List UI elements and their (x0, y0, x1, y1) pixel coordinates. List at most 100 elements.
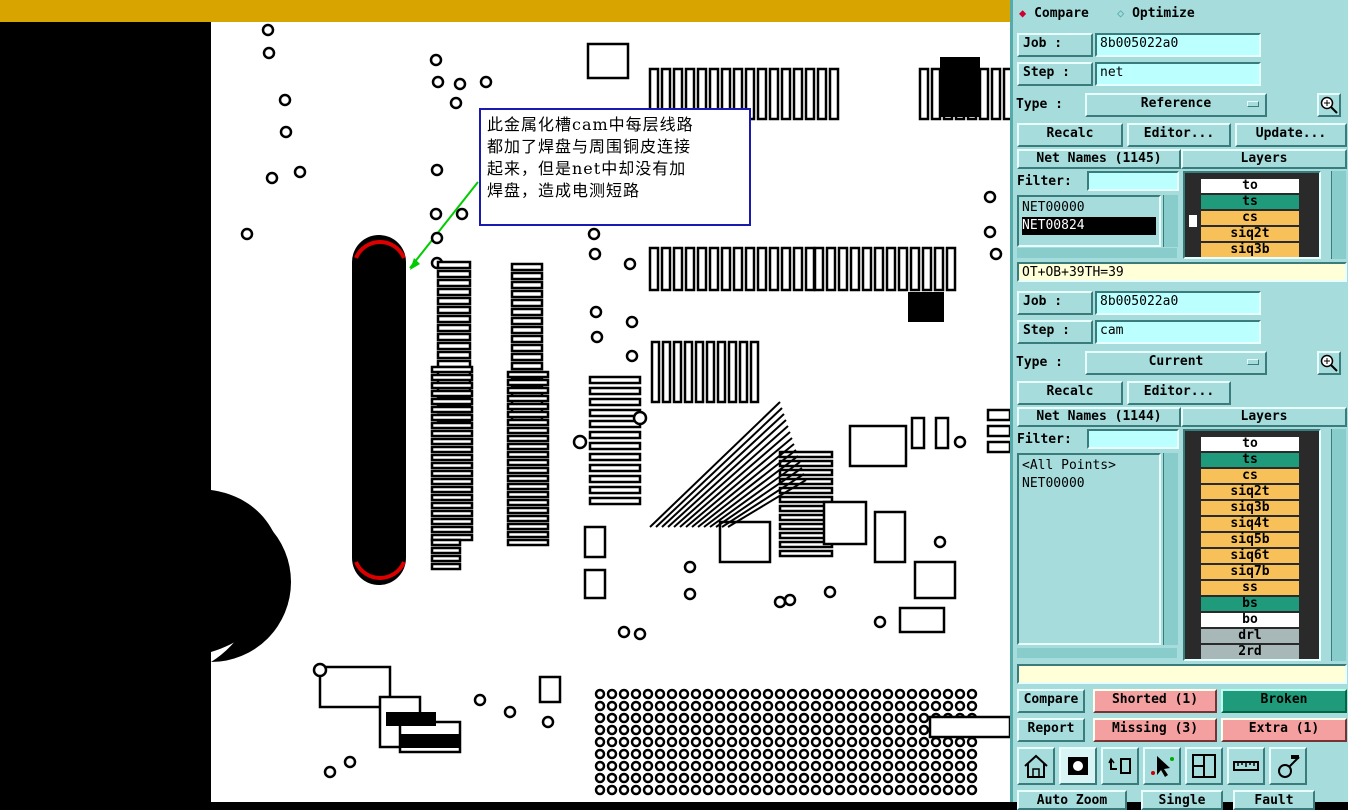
annotation-line: 都加了焊盘与周围铜皮连接 (487, 137, 692, 156)
ref-filter-label: Filter: (1017, 174, 1072, 189)
net-item[interactable]: <All Points> (1022, 458, 1116, 473)
ref-net-scrollbar[interactable] (1163, 195, 1178, 247)
layer-item-siq3b[interactable]: siq3b (1201, 243, 1299, 257)
home-icon[interactable] (1017, 747, 1055, 785)
pcb-pad (590, 330, 604, 344)
pcb-pad (906, 712, 918, 724)
cur-net-scrollbar[interactable] (1163, 453, 1178, 645)
pcb-pad (870, 760, 882, 772)
layer-item-siq2t[interactable]: siq2t (1201, 485, 1299, 499)
pcb-pad (738, 724, 750, 736)
pcb-pad (666, 724, 678, 736)
pcb-pad (810, 784, 822, 796)
ref-type-dropdown[interactable]: Reference (1085, 93, 1267, 117)
layer-item-siq3b[interactable]: siq3b (1201, 501, 1299, 515)
pcb-feature (861, 246, 873, 292)
pcb-pad (846, 688, 858, 700)
ref-editor-button[interactable]: Editor... (1127, 123, 1231, 147)
pcb-pad (714, 760, 726, 772)
pcb-pad (762, 700, 774, 712)
layer-item-siq2t[interactable]: siq2t (1201, 227, 1299, 241)
plated-slot (352, 235, 406, 585)
zoom-mode-dropdown[interactable]: Auto Zoom (1017, 790, 1127, 810)
net-item[interactable]: NET00000 (1022, 200, 1085, 215)
optimize-radio[interactable]: ◇ Optimize (1117, 6, 1195, 21)
cur-editor-button[interactable]: Editor... (1127, 381, 1231, 405)
layer-item-bo[interactable]: bo (1201, 613, 1299, 627)
layer-item-ss[interactable]: ss (1201, 581, 1299, 595)
layer-item-bs[interactable]: bs (1201, 597, 1299, 611)
ref-layer-list[interactable]: to ts cs siq2t siq3b (1183, 171, 1321, 259)
pcb-feature (510, 271, 544, 281)
cur-job-field[interactable]: 8b005022a0 (1095, 291, 1261, 315)
layer-item-ts[interactable]: ts (1201, 453, 1299, 467)
broken-button[interactable]: Broken (1221, 689, 1347, 713)
ref-zoom-icon[interactable] (1317, 93, 1341, 117)
ref-step-field[interactable]: net (1095, 62, 1261, 86)
pcb-feature (430, 509, 474, 518)
cur-net-list[interactable]: <All Points> NET00000 (1017, 453, 1161, 645)
layer-item-siq7b[interactable]: siq7b (1201, 565, 1299, 579)
ref-step-label: Step : (1017, 62, 1093, 86)
ref-job-field[interactable]: 8b005022a0 (1095, 33, 1261, 57)
layer-item-drl[interactable]: drl (1201, 629, 1299, 643)
ref-filter-input[interactable] (1087, 171, 1179, 191)
pcb-pad (666, 760, 678, 772)
pcb-layout-view[interactable] (0, 22, 1010, 802)
cur-zoom-icon[interactable] (1317, 351, 1341, 375)
report-button[interactable]: Report (1017, 718, 1085, 742)
net-item[interactable]: NET00000 (1022, 476, 1085, 491)
select-icon[interactable] (1143, 747, 1181, 785)
pcb-pad (714, 772, 726, 784)
settings-icon[interactable] (1269, 747, 1307, 785)
pcb-pad (930, 700, 942, 712)
pcb-graphics-canvas[interactable]: 此金属化槽cam中每层线路 都加了焊盘与周围铜皮连接 起来，但是net中却没有加… (0, 22, 1010, 802)
cur-filter-input[interactable] (1087, 429, 1179, 449)
ref-net-hscrollbar[interactable] (1017, 248, 1177, 258)
pcb-pad (918, 772, 930, 784)
pcb-feature (436, 305, 472, 315)
layer-item-siq6t[interactable]: siq6t (1201, 549, 1299, 563)
undo-icon[interactable] (1101, 747, 1139, 785)
cur-recalc-button[interactable]: Recalc (1017, 381, 1123, 405)
pcb-pad (942, 772, 954, 784)
layer-item-to[interactable]: to (1201, 437, 1299, 451)
pcb-feature (318, 665, 392, 709)
snapshot-icon[interactable] (1059, 747, 1097, 785)
pcb-feature (506, 522, 550, 531)
select-mode-dropdown[interactable]: Single (1141, 790, 1223, 810)
pcb-feature (732, 246, 744, 292)
window-title-bar (0, 0, 1010, 22)
layer-item-cs[interactable]: cs (1201, 211, 1299, 225)
layer-item-siq5b[interactable]: siq5b (1201, 533, 1299, 547)
compare-radio[interactable]: ◆ Compare (1019, 6, 1089, 21)
cur-layer-scrollbar[interactable] (1331, 429, 1346, 661)
layer-item-to[interactable]: to (1201, 179, 1299, 193)
ref-update-button[interactable]: Update... (1235, 123, 1347, 147)
fault-dropdown[interactable]: Fault (1233, 790, 1315, 810)
ref-recalc-button[interactable]: Recalc (1017, 123, 1123, 147)
pcb-feature (756, 246, 768, 292)
ref-net-list[interactable]: NET00000 NET00824 (1017, 195, 1161, 247)
cur-step-field[interactable]: cam (1095, 320, 1261, 344)
window-icon[interactable] (1185, 747, 1223, 785)
pcb-feature (430, 477, 474, 486)
net-item-selected[interactable]: NET00824 (1022, 217, 1156, 235)
extra-button[interactable]: Extra (1) (1221, 718, 1347, 742)
cur-type-dropdown[interactable]: Current (1085, 351, 1267, 375)
missing-button[interactable]: Missing (3) (1093, 718, 1217, 742)
cur-layer-list[interactable]: to ts cs siq2t siq3b siq4t siq5b siq6t siq7b ss bs… (1183, 429, 1321, 661)
ref-layer-scrollbar[interactable] (1331, 171, 1346, 259)
layer-item-ts[interactable]: ts (1201, 195, 1299, 209)
compare-button[interactable]: Compare (1017, 689, 1085, 713)
pcb-pad (702, 736, 714, 748)
layer-item-siq4t[interactable]: siq4t (1201, 517, 1299, 531)
pcb-pad (654, 724, 666, 736)
ruler-icon[interactable] (1227, 747, 1265, 785)
layer-item-cs[interactable]: cs (1201, 469, 1299, 483)
shorted-button[interactable]: Shorted (1) (1093, 689, 1217, 713)
layer-item-2rd[interactable]: 2rd (1201, 645, 1299, 659)
pcb-pad (798, 772, 810, 784)
cur-net-hscrollbar[interactable] (1017, 648, 1177, 658)
pcb-pad (606, 772, 618, 784)
